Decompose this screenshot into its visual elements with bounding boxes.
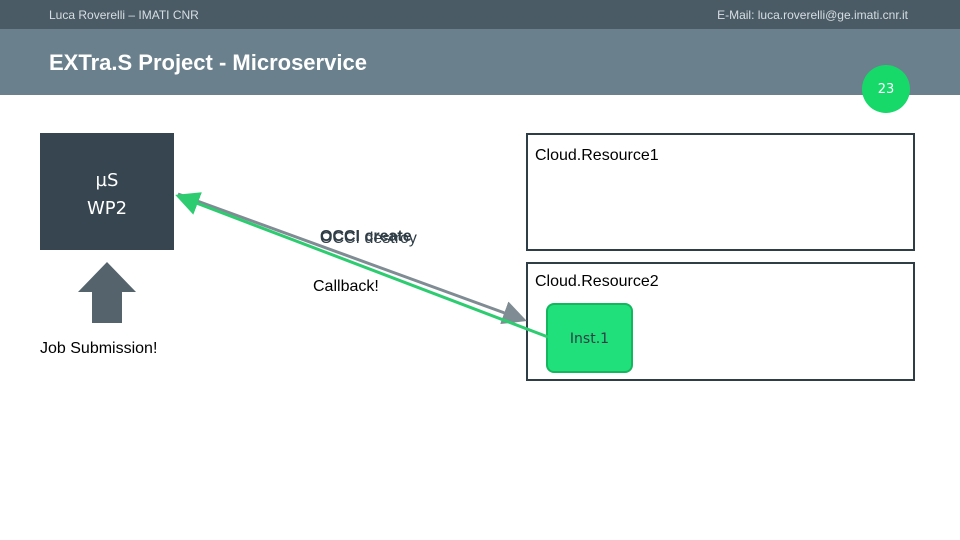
cloud-resource-1-title: Cloud.Resource1 [535,147,659,164]
microservice-line2: WP2 [86,198,128,219]
instance-box: Inst.1 [546,303,633,373]
job-submission-label: Job Submission! [40,340,158,357]
occi-create-label: OCCI create [320,228,412,245]
callback-label: Callback! [313,278,379,295]
header-top-bar [0,0,960,29]
cloud-resource-2-title: Cloud.Resource2 [535,273,659,290]
microservice-line1: µS [95,170,119,191]
header-title-bar [0,29,960,95]
job-submission-arrow-icon [78,262,136,323]
occi-request-arrow [177,192,527,325]
slide-number-badge: 23 [862,65,910,113]
microservice-box: µS WP2 [40,133,174,250]
cloud-resource-1-box: Cloud.Resource1 [526,133,915,251]
occi-destroy-label: OCCI destroy [320,230,417,247]
slide-title: EXTra.S Project - Microservice [49,50,367,75]
callback-arrow [175,192,549,339]
author-label: Luca Roverelli – IMATI CNR [49,8,199,22]
email-label: E-Mail: luca.roverelli@ge.imati.cnr.it [717,8,908,22]
